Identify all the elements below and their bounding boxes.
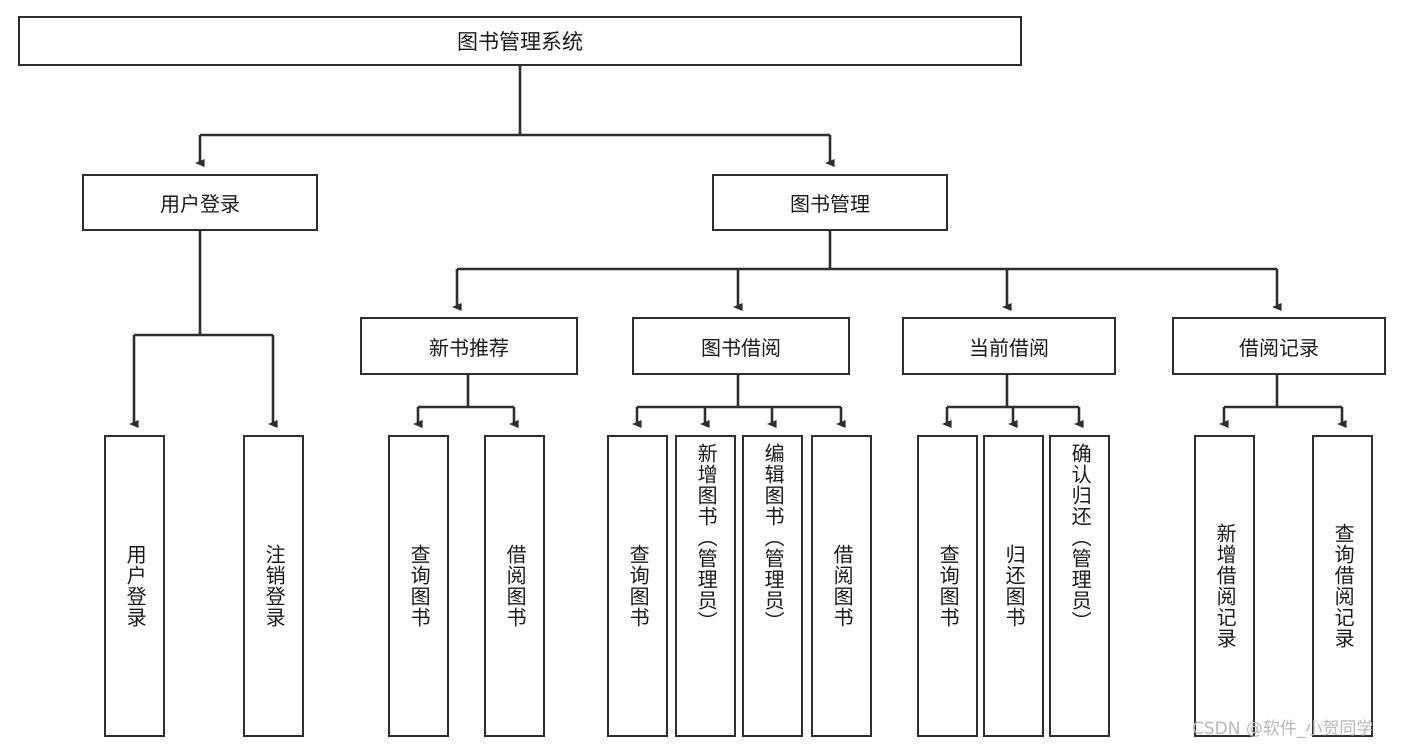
node-root-label: 图书管理系统 (457, 30, 583, 54)
node-borrow-record-label: 借阅记录 (1239, 335, 1319, 360)
leaf-recommend-query-book[interactable]: 查询图书 (388, 435, 449, 737)
leaf-borrow-borrow-book-label: 借阅图书 (830, 544, 855, 628)
leaf-borrow-add-book[interactable]: 新增图书（管理员） (675, 435, 736, 737)
leaf-current-query-book[interactable]: 查询图书 (917, 435, 978, 737)
node-user-login-label: 用户登录 (160, 192, 240, 216)
leaf-borrow-add-book-label: 新增图书（管理员） (694, 443, 719, 632)
node-new-book-recommend[interactable]: 新书推荐 (360, 317, 578, 375)
node-user-login[interactable]: 用户登录 (82, 174, 318, 231)
node-book-management[interactable]: 图书管理 (712, 174, 948, 231)
node-borrow-record[interactable]: 借阅记录 (1172, 317, 1386, 375)
node-root[interactable]: 图书管理系统 (18, 16, 1022, 66)
leaf-borrow-edit-book[interactable]: 编辑图书（管理员） (742, 435, 803, 737)
leaf-recommend-borrow-book[interactable]: 借阅图书 (484, 435, 545, 737)
leaf-logout-login[interactable]: 注销登录 (243, 435, 304, 737)
node-book-borrow[interactable]: 图书借阅 (632, 317, 850, 375)
leaf-borrow-borrow-book[interactable]: 借阅图书 (811, 435, 872, 737)
leaf-current-return-book[interactable]: 归还图书 (983, 435, 1044, 737)
leaf-borrow-query-book-label: 查询图书 (626, 544, 651, 628)
leaf-borrow-edit-book-label: 编辑图书（管理员） (761, 443, 786, 632)
leaf-recommend-query-book-label: 查询图书 (407, 544, 432, 628)
leaf-current-return-book-label: 归还图书 (1002, 544, 1027, 628)
leaf-record-add-record[interactable]: 新增借阅记录 (1194, 435, 1255, 737)
leaf-current-confirm-return[interactable]: 确认归还（管理员） (1049, 435, 1110, 737)
leaf-user-login[interactable]: 用户登录 (104, 435, 165, 737)
node-book-management-label: 图书管理 (790, 192, 870, 216)
leaf-recommend-borrow-book-label: 借阅图书 (503, 544, 528, 628)
leaf-record-add-record-label: 新增借阅记录 (1213, 523, 1238, 649)
leaf-current-query-book-label: 查询图书 (936, 544, 961, 628)
leaf-borrow-query-book[interactable]: 查询图书 (607, 435, 668, 737)
leaf-user-login-label: 用户登录 (123, 544, 148, 628)
node-new-book-recommend-label: 新书推荐 (429, 335, 509, 360)
leaf-current-confirm-return-label: 确认归还（管理员） (1068, 443, 1093, 632)
node-current-borrow-label: 当前借阅 (969, 335, 1049, 360)
leaf-record-query-record-label: 查询借阅记录 (1331, 523, 1356, 649)
leaf-record-query-record[interactable]: 查询借阅记录 (1312, 435, 1373, 737)
node-book-borrow-label: 图书借阅 (701, 335, 781, 360)
leaf-logout-login-label: 注销登录 (262, 544, 287, 628)
watermark: CSDN @软件_小贺同学 (1192, 719, 1374, 739)
node-current-borrow[interactable]: 当前借阅 (902, 317, 1116, 375)
